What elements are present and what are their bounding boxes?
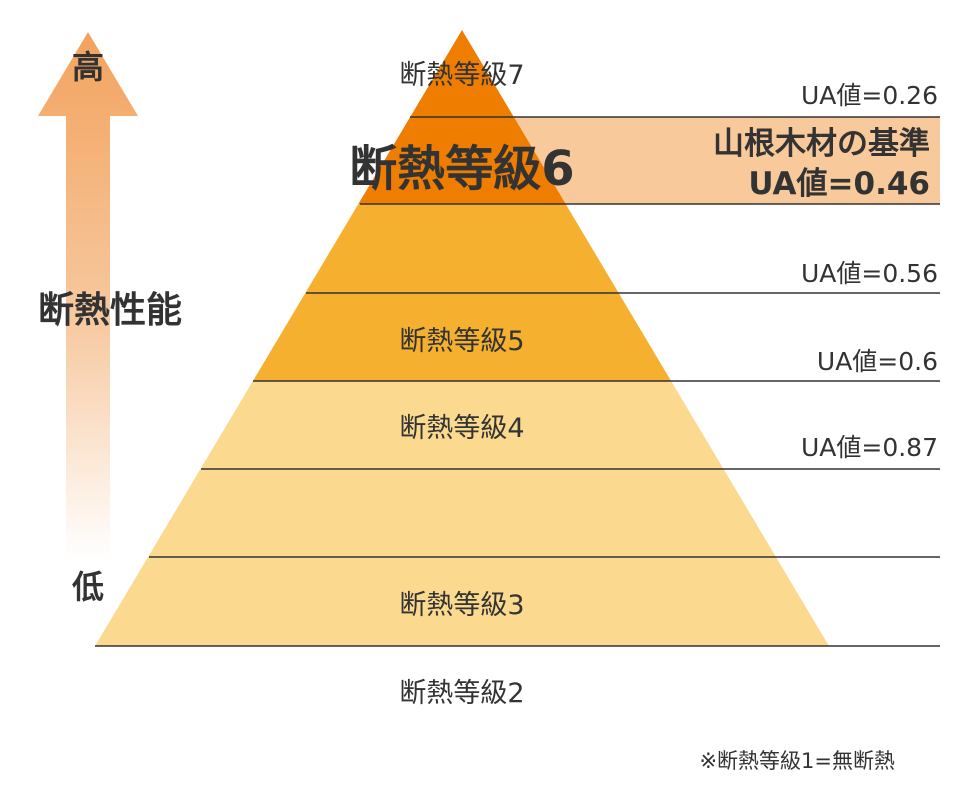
- axis-low-label: 低: [72, 568, 104, 606]
- tier-label-1: 断熱等級7: [399, 60, 524, 91]
- ua-label-0.26: UA値=0.26: [801, 81, 938, 110]
- tier-6: [42, 469, 882, 557]
- tier-labels: 断熱等級7 断熱等級6 断熱等級5 断熱等級4 断熱等級3 断熱等級2: [349, 60, 574, 709]
- standard-line-2: UA値=0.46: [748, 166, 930, 202]
- tier-label-4: 断熱等級4: [399, 413, 524, 444]
- footnote: ※断熱等級1=無断熱: [699, 749, 895, 773]
- tier-7: [42, 557, 882, 646]
- tier-boundary-lines: [95, 116, 940, 647]
- tier-label-2: 断熱等級6: [349, 141, 574, 197]
- tier-label-3: 断熱等級5: [399, 326, 524, 357]
- standard-line-1: 山根木材の基準: [713, 126, 930, 162]
- axis-high-label: 高: [72, 48, 104, 86]
- ua-label-0.6: UA値=0.6: [817, 347, 938, 376]
- tier-label-6: 断熱等級3: [399, 590, 524, 621]
- tier-label-7: 断熱等級2: [399, 678, 524, 709]
- axis-title: 断熱性能: [38, 290, 182, 331]
- ua-label-0.87: UA値=0.87: [801, 433, 938, 462]
- ua-label-0.56: UA値=0.56: [801, 259, 938, 288]
- performance-arrow: [38, 32, 138, 560]
